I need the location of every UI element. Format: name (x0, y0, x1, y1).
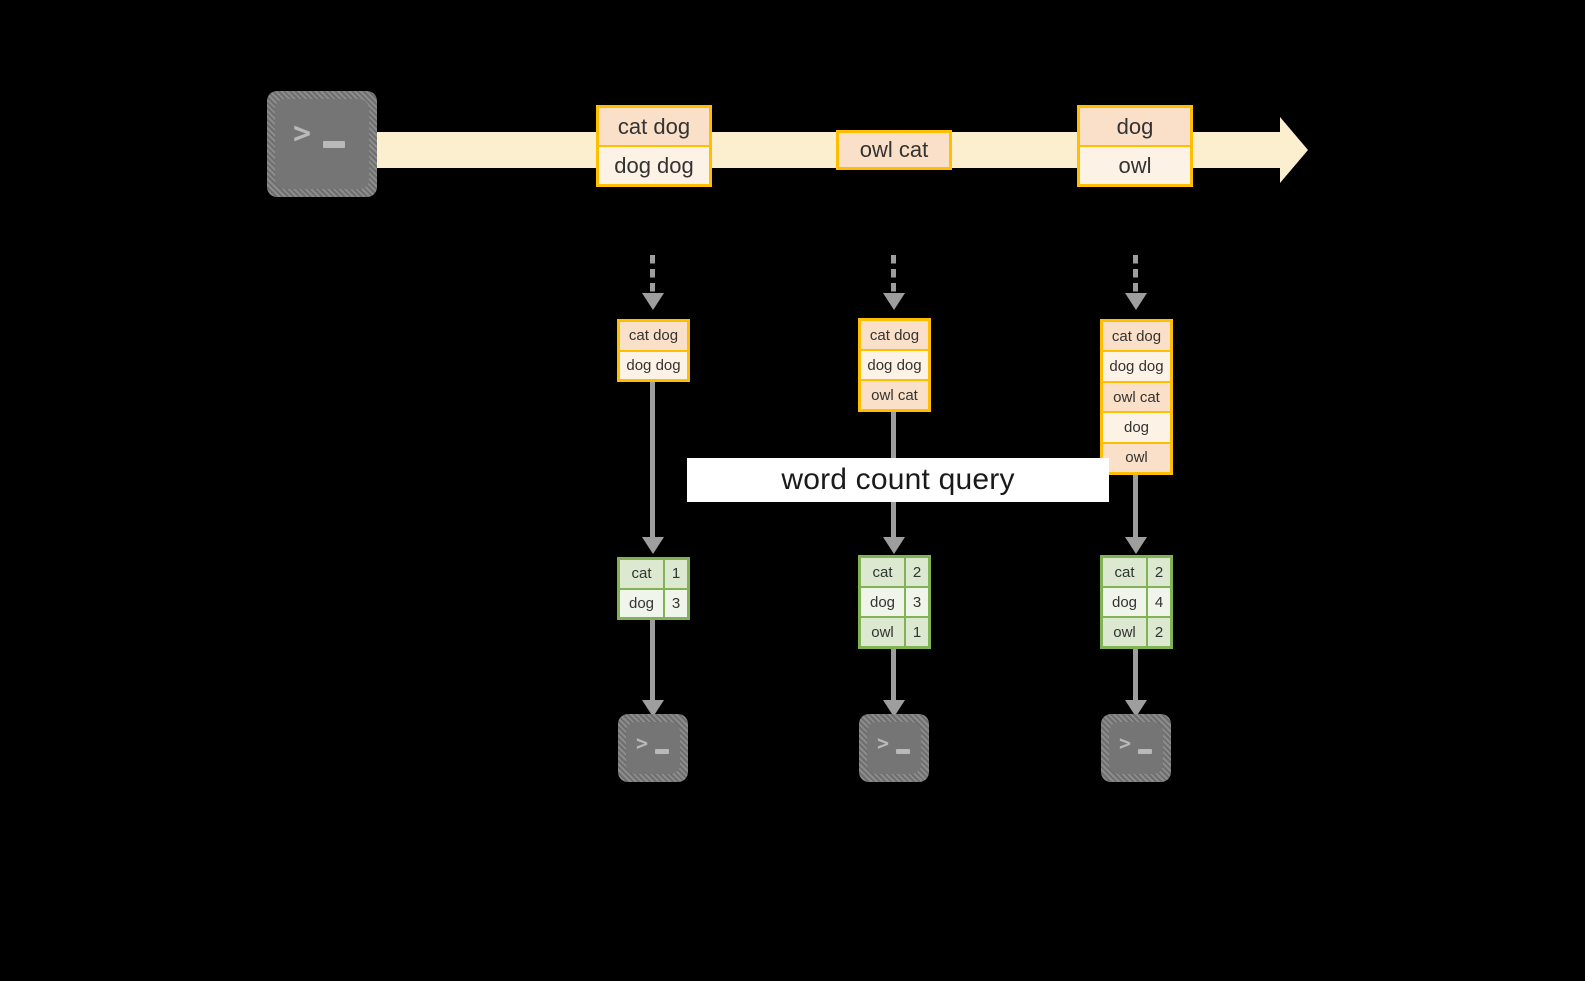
connector-result-1-to-sink-1 (641, 620, 665, 720)
result-word: cat (620, 560, 665, 588)
result-count: 1 (665, 560, 687, 588)
sink-terminal-icon-2[interactable]: > (859, 714, 929, 782)
record-cell: owl (1080, 147, 1190, 184)
snapshot-cell: cat dog (861, 321, 928, 351)
snapshot-2-table[interactable]: cat dog dog dog owl cat (858, 318, 931, 412)
sink-terminal-icon-3[interactable]: > (1101, 714, 1171, 782)
result-count: 2 (1148, 618, 1170, 646)
result-word: dog (620, 589, 665, 617)
snapshot-cell: owl (1103, 443, 1170, 473)
record-cell: owl cat (839, 133, 949, 167)
snapshot-cell: dog dog (1103, 352, 1170, 383)
result-row: dog 3 (620, 589, 687, 617)
source-terminal-screen: > (275, 99, 369, 189)
stream-record-batch-3[interactable]: dog owl (1077, 105, 1193, 187)
snapshot-cell: cat dog (1103, 322, 1170, 353)
sink-terminal-screen: > (626, 722, 680, 774)
snapshot-cell: cat dog (620, 322, 687, 352)
result-row: owl 1 (861, 618, 928, 646)
record-cell: dog dog (599, 147, 709, 184)
result-row: cat 2 (861, 558, 928, 588)
result-table-1[interactable]: cat 1 dog 3 (617, 557, 690, 620)
result-word: cat (1103, 558, 1148, 586)
result-table-2[interactable]: cat 2 dog 3 owl 1 (858, 555, 931, 649)
source-terminal-icon[interactable]: > (267, 91, 377, 197)
result-table-3[interactable]: cat 2 dog 4 owl 2 (1100, 555, 1173, 649)
connector-stream-to-snapshot-1 (641, 255, 665, 321)
snapshot-cell: dog dog (620, 351, 687, 379)
stream-record-batch-2[interactable]: owl cat (836, 130, 952, 170)
terminal-cursor-icon (655, 749, 669, 754)
result-row: cat 1 (620, 560, 687, 590)
snapshot-cell: dog dog (861, 351, 928, 381)
result-word: dog (861, 588, 906, 616)
terminal-cursor-icon (323, 141, 345, 148)
connector-snapshot-1-to-result-1 (641, 382, 665, 558)
terminal-cursor-icon (1138, 749, 1152, 754)
prompt-chevron-icon: > (293, 116, 312, 151)
connector-result-2-to-sink-2 (882, 649, 906, 720)
query-banner: word count query (687, 458, 1109, 502)
result-count: 1 (906, 618, 928, 646)
sink-terminal-screen: > (867, 722, 921, 774)
connector-result-3-to-sink-3 (1124, 649, 1148, 720)
result-row: owl 2 (1103, 618, 1170, 646)
snapshot-1-table[interactable]: cat dog dog dog (617, 319, 690, 382)
snapshot-cell: dog (1103, 413, 1170, 444)
stream-band-arrowhead (1280, 117, 1308, 183)
stream-record-batch-1[interactable]: cat dog dog dog (596, 105, 712, 187)
terminal-cursor-icon (896, 749, 910, 754)
snapshot-cell: owl cat (861, 381, 928, 409)
result-row: cat 2 (1103, 558, 1170, 588)
snapshot-3-table[interactable]: cat dog dog dog owl cat dog owl (1100, 319, 1173, 475)
result-word: owl (861, 618, 906, 646)
result-count: 3 (906, 588, 928, 616)
result-count: 4 (1148, 588, 1170, 616)
prompt-chevron-icon: > (877, 731, 890, 755)
sink-terminal-screen: > (1109, 722, 1163, 774)
sink-terminal-icon-1[interactable]: > (618, 714, 688, 782)
result-word: owl (1103, 618, 1148, 646)
query-label: word count query (781, 463, 1015, 496)
prompt-chevron-icon: > (1119, 731, 1132, 755)
result-count: 3 (665, 589, 687, 617)
connector-stream-to-snapshot-3 (1124, 255, 1148, 321)
result-row: dog 4 (1103, 588, 1170, 618)
result-word: cat (861, 558, 906, 586)
connector-stream-to-snapshot-2 (882, 255, 906, 321)
connector-snapshot-3-to-result-3 (1124, 475, 1148, 558)
result-row: dog 3 (861, 588, 928, 618)
record-cell: dog (1080, 108, 1190, 147)
record-cell: cat dog (599, 108, 709, 147)
result-word: dog (1103, 588, 1148, 616)
result-count: 2 (1148, 558, 1170, 586)
prompt-chevron-icon: > (636, 731, 649, 755)
snapshot-cell: owl cat (1103, 382, 1170, 414)
result-count: 2 (906, 558, 928, 586)
